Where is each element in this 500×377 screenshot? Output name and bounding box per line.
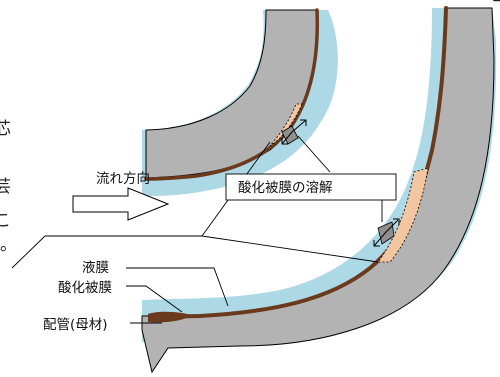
outer-pipe-oxide-thick [148, 311, 192, 323]
pipe-base-label: 配管(母材) [43, 317, 108, 333]
inner-pipe-group [142, 8, 338, 196]
inner-dissolution-zone [269, 103, 303, 147]
cropped-text-char-1: 芯 [488, 0, 500, 5]
inner-pipe-oxide-film [144, 8, 320, 181]
flow-direction-label: 流れ方向 [96, 171, 150, 187]
liquid-film-label: 液膜 [82, 260, 109, 276]
outer-dissolution-arrow-icon [373, 218, 400, 247]
cropped-char-c: こ [0, 211, 11, 231]
oxide-dissolution-label: 酸化被膜の溶解 [238, 180, 333, 196]
oxide-film-label: 酸化被膜 [58, 280, 112, 296]
outer-pipe-oxide-film [148, 6, 448, 320]
cropped-char-a: 芯 [0, 119, 11, 139]
flow-arrow-icon [72, 187, 170, 221]
cropped-char-d: 。 [0, 235, 17, 255]
leader-lines [11, 135, 383, 324]
outer-dissolution-zone [377, 167, 429, 263]
cropped-char-b: 芸 [0, 177, 11, 197]
oxide-dissolution-label-box [225, 173, 397, 201]
dissolution-arrow-icon [281, 119, 307, 145]
outer-pipe-group [141, 6, 497, 374]
